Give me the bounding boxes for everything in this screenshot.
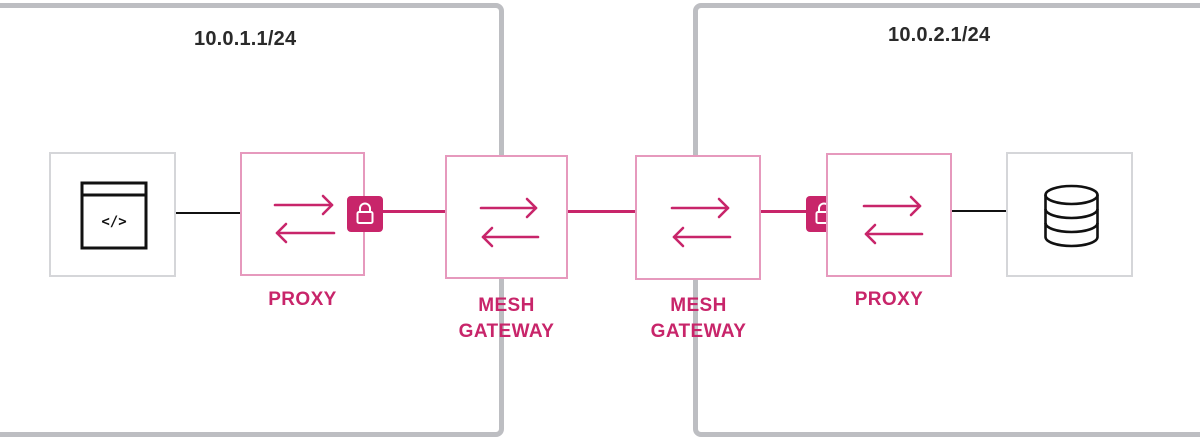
link-gateway-proxy-right: [760, 210, 828, 213]
proxy-node-left: [240, 152, 365, 276]
code-window-icon: </>: [80, 181, 148, 250]
exchange-arrows-icon: [670, 197, 732, 248]
proxy-label-right: PROXY: [854, 289, 924, 310]
link-app-proxy: [175, 212, 241, 214]
svg-text:</>: </>: [101, 214, 126, 230]
link-gateway-gateway: [568, 210, 636, 213]
app-node: </>: [49, 152, 176, 277]
exchange-arrows-icon: [479, 197, 540, 248]
mesh-gateway-label-left: MESH GATEWAY: [458, 295, 555, 342]
lock-icon: [356, 202, 374, 224]
mesh-gateway-node-left: [445, 155, 568, 279]
lock-left: [347, 196, 383, 232]
exchange-arrows-icon: [273, 194, 336, 244]
database-icon: [1044, 184, 1099, 248]
mesh-gateway-label-right: MESH GATEWAY: [650, 295, 747, 342]
database-node: [1006, 152, 1133, 277]
proxy-node-right: [826, 153, 952, 277]
link-proxy-database: [951, 210, 1007, 212]
exchange-arrows-icon: [862, 195, 924, 245]
proxy-label-left: PROXY: [268, 289, 337, 310]
mesh-gateway-node-right: [635, 155, 761, 280]
link-proxy-gateway-left: [365, 210, 446, 213]
subnet-label-right: 10.0.2.1/24: [888, 24, 991, 46]
subnet-label-left: 10.0.1.1/24: [194, 28, 297, 50]
